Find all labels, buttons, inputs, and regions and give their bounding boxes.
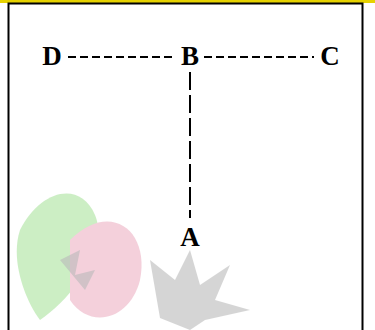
point-label: C <box>320 43 340 70</box>
watermark <box>17 194 250 330</box>
point-label: D <box>42 43 62 70</box>
frame <box>9 4 363 330</box>
point-label: B <box>181 43 199 70</box>
point-label: A <box>180 224 200 251</box>
dash-lines <box>68 57 314 218</box>
